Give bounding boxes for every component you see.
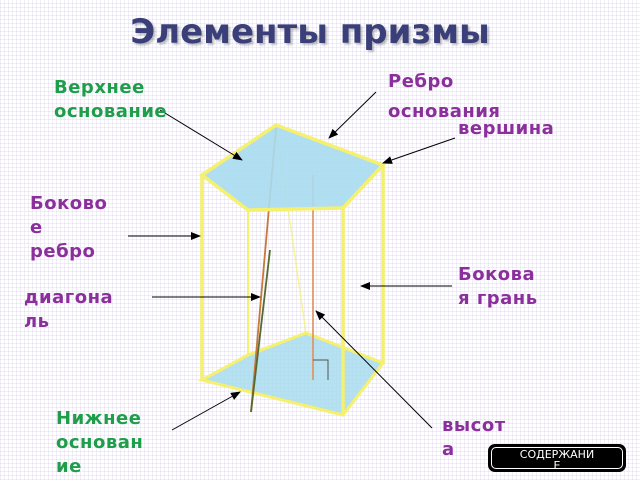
arrow-height <box>315 310 433 429</box>
right-angle-mark <box>313 359 329 380</box>
slide-title: Элементы призмы <box>130 12 490 52</box>
label-diagonal: диагона ль <box>24 287 114 332</box>
arrow-vertex <box>382 137 456 164</box>
arrow-top-base <box>159 109 243 161</box>
arrow-bottom-base <box>171 391 241 431</box>
diagonal-line-dark <box>250 249 271 413</box>
bottom-base-face <box>197 331 386 417</box>
label-base-edge: Ребро основания <box>388 71 501 122</box>
label-bottom-base: Нижнее основан ие <box>56 408 144 477</box>
label-height: высот а <box>442 415 506 460</box>
label-vertex: вершина <box>458 118 555 139</box>
label-lateral-edge: Боково е ребро <box>30 193 108 262</box>
contents-button-label: СОДЕРЖАНИ Е <box>491 447 623 469</box>
label-top-base: Верхнее основание <box>54 77 168 122</box>
contents-button[interactable]: СОДЕРЖАНИ Е <box>488 444 626 472</box>
top-base-face <box>198 123 387 212</box>
arrow-base-edge <box>328 91 377 139</box>
label-lateral-face: Бокова я грань <box>458 264 538 309</box>
